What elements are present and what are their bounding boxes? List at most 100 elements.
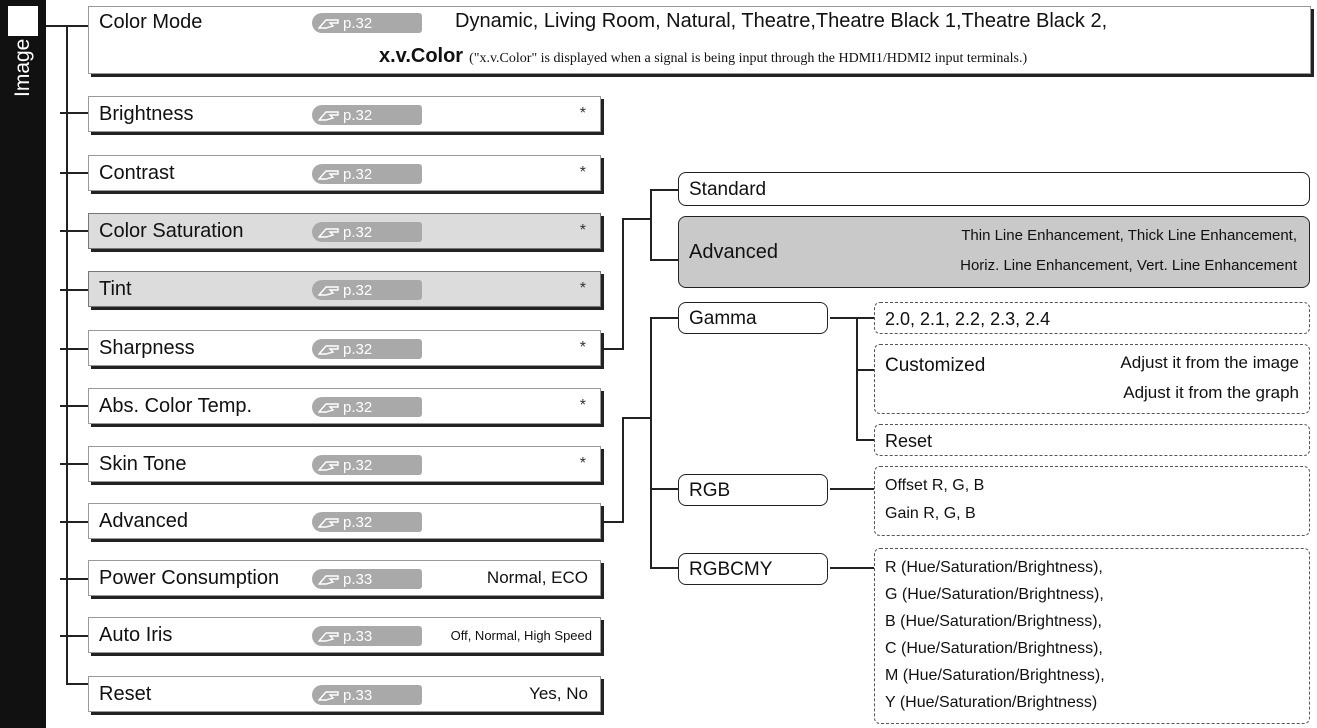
pointing-hand-icon	[318, 461, 339, 471]
customized-option-2: Adjust it from the graph	[1123, 383, 1299, 402]
tick	[66, 25, 88, 27]
rgb-option-gain: Gain R, G, B	[885, 505, 976, 522]
tick	[60, 230, 88, 232]
menu-item-auto-iris[interactable]: Auto Iris p.33 Off, Normal, High Speed	[88, 617, 601, 653]
item-name: Color Mode	[99, 11, 203, 33]
connector	[650, 488, 678, 490]
pointing-hand-icon	[318, 19, 339, 29]
page-ref: p.33	[312, 569, 422, 589]
xv-color-note: ("x.v.Color" is displayed when a signal …	[469, 51, 1028, 66]
pointing-hand-icon	[318, 170, 339, 180]
menu-item-abs-color-temp[interactable]: Abs. Color Temp. p.32 *	[88, 388, 601, 424]
option-label: RGB	[689, 480, 731, 501]
item-name: Auto Iris	[99, 623, 173, 646]
item-name: Power Consumption	[99, 566, 280, 589]
sidebar-label: Image	[11, 38, 34, 98]
option-rgbcmy[interactable]: RGBCMY	[678, 553, 828, 585]
menu-item-skin-tone[interactable]: Skin Tone p.32 *	[88, 446, 601, 482]
connector	[622, 417, 652, 419]
connector	[650, 317, 678, 319]
rgbcmy-option-r: R (Hue/Saturation/Brightness),	[885, 559, 1103, 576]
connector	[830, 317, 858, 319]
customized-option-1: Adjust it from the image	[1120, 353, 1299, 372]
pointing-hand-icon	[318, 345, 339, 355]
advanced-options-1: Thin Line Enhancement, Thick Line Enhanc…	[961, 227, 1297, 244]
item-value: Normal, ECO	[486, 568, 588, 587]
item-value: *	[579, 105, 586, 122]
menu-item-color-saturation[interactable]: Color Saturation p.32 *	[88, 213, 601, 249]
connector	[650, 259, 678, 261]
item-name: Skin Tone	[99, 452, 187, 475]
option-rgb[interactable]: RGB	[678, 474, 828, 506]
item-value: *	[579, 339, 586, 356]
sidebar-square-icon	[8, 6, 38, 36]
page-ref: p.32	[312, 164, 422, 184]
connector	[46, 25, 68, 27]
menu-item-brightness[interactable]: Brightness p.32 *	[88, 96, 601, 132]
tick	[60, 635, 88, 637]
option-standard[interactable]: Standard	[678, 172, 1310, 206]
item-name: Color Saturation	[99, 219, 244, 242]
tick	[60, 172, 88, 174]
menu-item-tint[interactable]: Tint p.32 *	[88, 271, 601, 307]
page-ref: p.32	[312, 455, 422, 475]
option-gamma[interactable]: Gamma	[678, 302, 828, 334]
item-name: Tint	[99, 277, 132, 300]
pointing-hand-icon	[318, 632, 339, 642]
sidebar	[0, 0, 46, 728]
tick	[60, 463, 88, 465]
tick	[60, 578, 88, 580]
gamma-customized[interactable]: Customized Adjust it from the image Adju…	[874, 344, 1310, 414]
item-value: *	[579, 455, 586, 472]
tick	[60, 289, 88, 291]
menu-item-sharpness[interactable]: Sharpness p.32 *	[88, 330, 601, 366]
pointing-hand-icon	[318, 286, 339, 296]
item-value: Yes, No	[529, 684, 588, 703]
rgbcmy-options[interactable]: R (Hue/Saturation/Brightness), G (Hue/Sa…	[874, 548, 1310, 724]
tick	[60, 112, 88, 114]
menu-item-contrast[interactable]: Contrast p.32 *	[88, 155, 601, 191]
gamma-values[interactable]: 2.0, 2.1, 2.2, 2.3, 2.4	[874, 302, 1310, 334]
connector	[856, 439, 874, 441]
rgbcmy-option-y: Y (Hue/Saturation/Brightness)	[885, 694, 1098, 711]
tick	[60, 521, 88, 523]
page-ref: p.32	[312, 222, 422, 242]
rgbcmy-option-c: C (Hue/Saturation/Brightness),	[885, 640, 1103, 657]
page-ref: p.32	[312, 339, 422, 359]
menu-item-power-consumption[interactable]: Power Consumption p.33 Normal, ECO	[88, 560, 601, 596]
page-ref: p.32	[312, 105, 422, 125]
menu-item-reset[interactable]: Reset p.33 Yes, No	[88, 676, 601, 712]
connector	[856, 317, 858, 441]
page-ref: p.33	[312, 626, 422, 646]
option-label: Standard	[689, 179, 767, 200]
option-advanced-sharpness[interactable]: Advanced Thin Line Enhancement, Thick Li…	[678, 216, 1310, 288]
page-ref: p.32	[312, 512, 422, 532]
connector	[856, 369, 874, 371]
pointing-hand-icon	[318, 518, 339, 528]
connector	[650, 317, 652, 569]
rgb-option-offset: Offset R, G, B	[885, 477, 985, 494]
rgbcmy-option-b: B (Hue/Saturation/Brightness),	[885, 613, 1102, 630]
option-label: Gamma	[689, 308, 757, 329]
rgbcmy-option-m: M (Hue/Saturation/Brightness),	[885, 667, 1105, 684]
connector	[622, 417, 624, 523]
item-name: Contrast	[99, 161, 175, 184]
menu-item-advanced[interactable]: Advanced p.32	[88, 503, 601, 539]
item-value: *	[579, 397, 586, 414]
connector	[856, 317, 874, 319]
item-name: Abs. Color Temp.	[99, 394, 253, 417]
xv-color-label: x.v.Color	[379, 45, 464, 67]
item-name: Brightness	[99, 102, 194, 125]
rgbcmy-option-g: G (Hue/Saturation/Brightness),	[885, 586, 1104, 603]
page-ref: p.33	[312, 685, 422, 705]
page-ref: p.32	[312, 280, 422, 300]
option-label: Advanced	[689, 241, 778, 263]
gamma-reset[interactable]: Reset	[874, 424, 1310, 456]
connector	[604, 521, 624, 523]
item-name: Reset	[99, 682, 152, 705]
connector	[622, 218, 624, 350]
rgb-options[interactable]: Offset R, G, B Gain R, G, B	[874, 466, 1310, 536]
item-value: *	[579, 280, 586, 297]
menu-item-color-mode[interactable]: Color Mode p.32 Dynamic, Living Room, Na…	[88, 6, 1311, 74]
color-mode-options: Dynamic, Living Room, Natural, Theatre,T…	[455, 10, 1108, 32]
